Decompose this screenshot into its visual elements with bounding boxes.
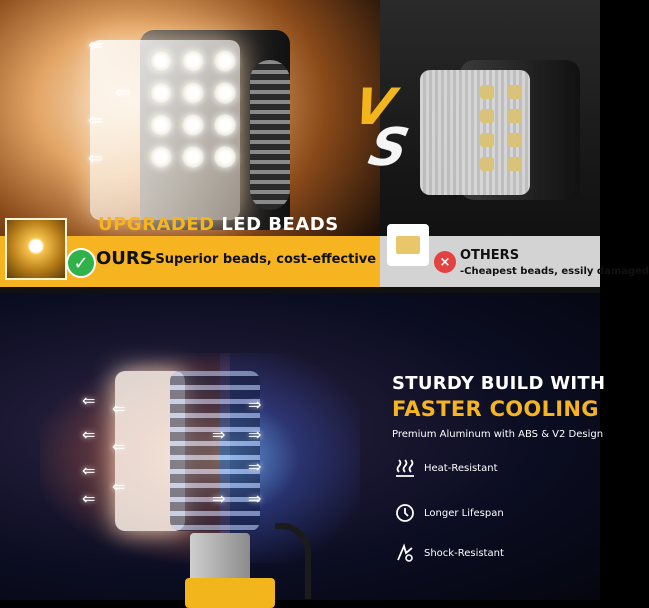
lifespan-icon bbox=[392, 500, 418, 526]
led-bead bbox=[214, 146, 236, 168]
cable bbox=[275, 523, 311, 599]
others-description: -Cheapest beads, essily damaged bbox=[460, 266, 649, 277]
led-bead bbox=[150, 114, 172, 136]
battery-adapter bbox=[185, 578, 275, 608]
arrow-right-icon: ⇒ bbox=[248, 395, 262, 414]
arrow-left-icon: ⇐ bbox=[88, 35, 104, 56]
ours-label: OURS bbox=[96, 248, 153, 269]
x-icon: × bbox=[434, 251, 456, 273]
subheading: Premium Aluminum with ABS & V2 Design bbox=[392, 429, 604, 440]
led-bead bbox=[182, 146, 204, 168]
feature-shock-resistant: Shock-Resistant bbox=[392, 540, 504, 566]
arrow-left-icon: ⇐ bbox=[112, 477, 126, 496]
arrow-right-icon: ⇒ bbox=[212, 425, 226, 444]
arrow-left-icon: ⇐ bbox=[82, 461, 96, 480]
lamp-mount bbox=[190, 533, 250, 583]
arrow-left-icon: ⇐ bbox=[82, 425, 96, 444]
led-bead bbox=[214, 82, 236, 104]
led-bead-grid bbox=[150, 50, 236, 168]
arrow-left-icon: ⇐ bbox=[115, 82, 131, 103]
arrow-right-icon: ⇒ bbox=[248, 457, 262, 476]
others-lamp-image bbox=[420, 55, 580, 205]
led-bead bbox=[150, 82, 172, 104]
shock-resistant-icon bbox=[392, 540, 418, 566]
ours-description: -Superior beads, cost-effective bbox=[150, 252, 377, 267]
arrow-left-icon: ⇐ bbox=[82, 489, 96, 508]
heat-resistant-icon bbox=[392, 455, 418, 481]
led-bead bbox=[182, 114, 204, 136]
arrow-left-icon: ⇐ bbox=[88, 110, 104, 131]
ours-lamp-image bbox=[90, 20, 290, 230]
led-bead bbox=[182, 50, 204, 72]
comparison-section: ⇐ ⇐ ⇐ ⇐ V S UPGRADED LED BEADS ✓ OURS -S… bbox=[0, 0, 649, 293]
led-bead bbox=[182, 82, 204, 104]
check-icon: ✓ bbox=[66, 248, 96, 278]
heading-sturdy: STURDY BUILD WITH bbox=[392, 373, 606, 394]
arrow-left-icon: ⇐ bbox=[82, 391, 96, 410]
arrow-right-icon: ⇒ bbox=[212, 489, 226, 508]
ours-bead-thumbnail bbox=[5, 218, 67, 280]
feature-heat-resistant: Heat-Resistant bbox=[392, 455, 498, 481]
others-label: OTHERS bbox=[460, 248, 520, 263]
heading-faster-cooling: FASTER COOLING bbox=[392, 397, 599, 421]
arrow-left-icon: ⇐ bbox=[112, 399, 126, 418]
arrow-left-icon: ⇐ bbox=[112, 437, 126, 456]
upgraded-title: UPGRADED LED BEADS bbox=[98, 214, 339, 235]
cooling-section: ⇐ ⇐ ⇐ ⇐ ⇐ ⇐ ⇐ ⇒ ⇒ ⇒ ⇒ ⇒ ⇒ STURDY BUILD W… bbox=[0, 293, 605, 608]
led-bead bbox=[214, 50, 236, 72]
cooling-lamp-image bbox=[115, 371, 265, 531]
led-bead bbox=[150, 50, 172, 72]
led-bead bbox=[150, 146, 172, 168]
arrow-right-icon: ⇒ bbox=[248, 489, 262, 508]
arrow-left-icon: ⇐ bbox=[88, 148, 104, 169]
others-bead-thumbnail bbox=[387, 224, 429, 266]
feature-longer-lifespan: Longer Lifespan bbox=[392, 500, 504, 526]
arrow-right-icon: ⇒ bbox=[248, 425, 262, 444]
led-bead bbox=[214, 114, 236, 136]
